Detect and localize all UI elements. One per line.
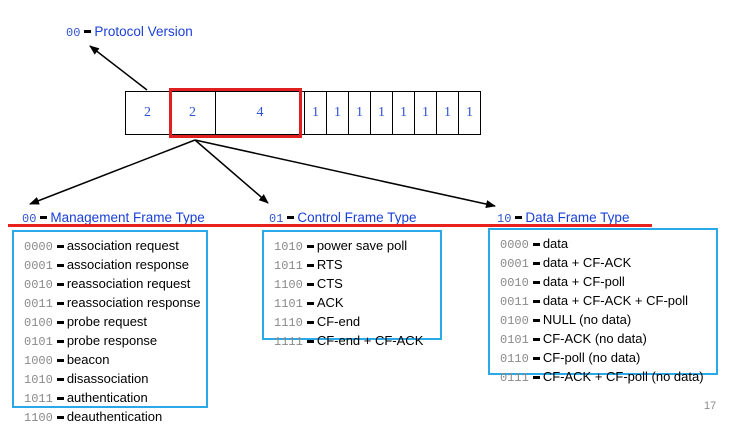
dash-separator <box>515 216 523 220</box>
data-heading: 10 Data Frame Type <box>497 209 629 227</box>
management-code: 00 <box>22 212 37 226</box>
frame-control-fields: 2 2 4 1 1 1 1 1 1 1 1 <box>125 91 481 135</box>
control-code: 01 <box>269 212 284 226</box>
protocol-version-heading: 00 Protocol Version <box>66 23 193 41</box>
page-number: 17 <box>704 400 717 412</box>
type-subtype-highlight <box>169 88 302 138</box>
protocol-version-code: 00 <box>66 26 81 40</box>
field-flag: 1 <box>458 91 481 135</box>
protocol-version-label: Protocol Version <box>94 24 193 39</box>
dash-separator <box>40 216 48 220</box>
arrow-to-protocol-version <box>89 45 148 91</box>
data-code: 10 <box>497 212 512 226</box>
red-underline <box>8 224 652 227</box>
arrow-to-control <box>194 139 269 204</box>
data-label: Data Frame Type <box>525 210 630 225</box>
arrows-overlay <box>29 45 496 208</box>
dash-separator <box>287 216 295 220</box>
arrow-to-data <box>194 139 496 208</box>
arrow-to-management <box>29 139 196 205</box>
control-heading: 01 Control Frame Type <box>269 209 416 227</box>
management-heading: 00 Management Frame Type <box>22 209 205 227</box>
control-label: Control Frame Type <box>297 210 417 225</box>
management-label: Management Frame Type <box>50 210 205 225</box>
dash-separator <box>84 30 92 34</box>
